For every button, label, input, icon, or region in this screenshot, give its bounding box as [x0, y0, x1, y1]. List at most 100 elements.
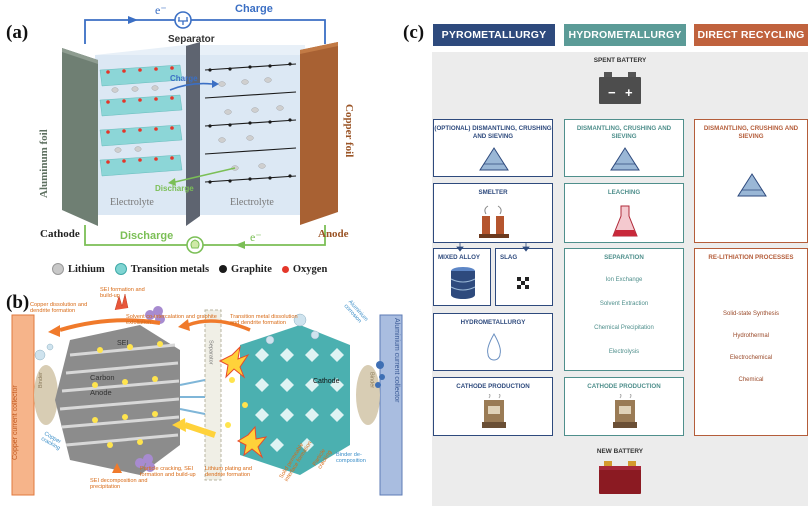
legend-item-oxygen: Oxygen: [281, 263, 328, 275]
cathode-production-label: CATHODE PRODUCTION: [587, 383, 661, 390]
aluminium-foil-label: Aluminum foil: [38, 129, 50, 198]
electron-bottom-label: e⁻: [250, 230, 262, 244]
leaching-label: LEACHING: [607, 189, 641, 196]
direct-dismantling-label: DISMANTLING, CRUSHING AND SIEVING: [703, 125, 799, 140]
direct-dismantling-box: DISMANTLING, CRUSHING AND SIEVING: [694, 119, 808, 243]
sieve-icon: [737, 173, 767, 197]
relithiation-label: RE-LITHIATION PROCESSES: [708, 254, 794, 261]
solvent-cointercalation-label: Solvent co-intercalation and graphite ex…: [126, 314, 217, 327]
panel-a-diagram: [62, 11, 338, 254]
mixed-alloy-box: MIXED ALLOY: [433, 248, 491, 306]
legend-item-graphite: Graphite: [219, 264, 272, 275]
tm-dissolution-label: Transition metal dissolution and dendrit…: [230, 314, 298, 327]
smelter-label: SMELTER: [478, 189, 508, 196]
legend-label: Graphite: [231, 263, 272, 275]
sieve-icon: [479, 147, 509, 171]
electron-top-label: e⁻: [155, 3, 167, 17]
relithiation-item: Hydrothermal: [732, 333, 769, 339]
kiln-icon: [482, 394, 506, 428]
separation-item: Electrolysis: [608, 349, 640, 355]
flask-icon: [612, 205, 638, 237]
new-battery-icon: [599, 461, 641, 494]
panel-b-label: (b): [6, 292, 30, 313]
separator-label: Separator: [168, 34, 215, 45]
kiln-icon: [613, 394, 637, 428]
transition-metal-swatch-icon: [114, 263, 127, 275]
relithiation-item: Chemical: [738, 377, 764, 383]
header-direct-recycling: DIRECT RECYCLING: [694, 24, 808, 46]
anode-label-b: Anode: [90, 388, 112, 397]
separator-label-b: Separator: [207, 340, 214, 365]
discharge-arrow-label: Discharge: [155, 184, 194, 193]
slag-label: SLAG: [500, 254, 518, 261]
legend-label: Lithium: [68, 263, 105, 275]
sei-formation-label: SEI formation and build-up: [100, 287, 145, 300]
pyro-dismantling-box: (OPTIONAL) DISMANTLING, CRUSHING AND SIE…: [433, 119, 553, 177]
header-pyrometallurgy: PYROMETALLURGY: [433, 24, 555, 46]
lithium-plating-label: Lithium plating and dendrite formation: [205, 466, 252, 479]
leaching-box: LEACHING: [564, 183, 684, 243]
mixed-alloy-label: MIXED ALLOY: [438, 254, 481, 261]
cathode-label-b: Cathode: [313, 378, 340, 385]
cathode-production-pyro-box: CATHODE PRODUCTION: [433, 377, 553, 436]
flow-arrows: [456, 243, 530, 252]
oxygen-swatch-icon: [281, 265, 289, 273]
separation-item: Chemical Precipitation: [594, 325, 654, 331]
spent-battery-label: SPENT BATTERY: [593, 57, 647, 64]
separation-item: Ion Exchange: [605, 277, 643, 283]
smelter-icon: [479, 205, 509, 238]
charge-top-label: Charge: [235, 3, 273, 15]
binder-left-label: Binder: [38, 372, 44, 389]
svg-text:+: +: [625, 85, 633, 100]
separation-label: SEPARATION: [604, 254, 644, 261]
panel-a-label: (a): [6, 22, 29, 43]
cathode-production-label: CATHODE PRODUCTION: [456, 383, 530, 390]
copper-dissolution-label: Copper dissolution and dendrite formatio…: [30, 302, 88, 315]
relithiation-box: RE-LITHIATION PROCESSES Solid-state Synt…: [694, 248, 808, 436]
copper-collector-label: Copper current collector: [12, 385, 19, 460]
separation-box: SEPARATION Ion Exchange Solvent Extracti…: [564, 248, 684, 371]
electrolyte-right-label: Electrolyte: [230, 197, 274, 208]
charge-arrow-label: Charge: [170, 74, 198, 83]
smelter-box: SMELTER: [433, 183, 553, 243]
legend-label: Oxygen: [292, 263, 328, 275]
panel-c-label: (c): [403, 22, 425, 43]
sei-label: SEI: [117, 340, 129, 347]
hydrometallurgy-box: HYDROMETALLURGY: [433, 313, 553, 371]
database-icon: [450, 267, 476, 299]
relithiation-item: Solid-state Synthesis: [722, 311, 780, 317]
copper-foil-label: Copper foil: [343, 104, 355, 158]
svg-text:−: −: [608, 85, 616, 100]
panel-b-diagram: [11, 293, 403, 496]
particle-cracking-left-label: Particle cracking, SEI formation and bui…: [140, 466, 196, 479]
legend-item-lithium: Lithium: [52, 263, 105, 275]
aluminium-collector-label: Aluminium current collector: [393, 318, 400, 403]
relithiation-item: Electrochemical: [729, 355, 773, 361]
discharge-bottom-label: Discharge: [120, 230, 174, 242]
spent-battery-icon: − +: [599, 72, 641, 104]
droplet-icon: [487, 332, 501, 361]
hydrometallurgy-label: HYDROMETALLURGY: [460, 319, 526, 326]
cathode-production-hydro-box: CATHODE PRODUCTION: [564, 377, 684, 436]
header-hydrometallurgy: HYDROMETALLURGY: [564, 24, 686, 46]
legend: Lithium Transition metals Graphite Oxyge…: [52, 262, 382, 276]
graphite-swatch-icon: [219, 265, 228, 273]
binder-right-label: Binder: [368, 372, 375, 389]
legend-label: Transition metals: [130, 263, 210, 275]
cathode-label: Cathode: [40, 228, 80, 240]
slag-box: SLAG: [495, 248, 553, 306]
electrolyte-left-label: Electrolyte: [110, 197, 154, 208]
binder-decomposition-label: Binder de-composition: [336, 452, 366, 465]
new-battery-label: NEW BATTERY: [596, 448, 644, 455]
hydro-dismantling-label: DISMANTLING, CRUSHING AND SIEVING: [576, 125, 672, 140]
pyro-dismantling-label: (OPTIONAL) DISMANTLING, CRUSHING AND SIE…: [434, 125, 552, 140]
lithium-swatch-icon: [52, 263, 64, 275]
anode-label: Anode: [318, 228, 349, 240]
sei-decomposition-label: SEI decomposition and precipitation: [90, 478, 148, 491]
carbon-label: Carbon: [90, 373, 115, 382]
legend-item-transition-metals: Transition metals: [114, 263, 210, 275]
separation-item: Solvent Extraction: [599, 301, 649, 307]
sieve-icon: [610, 147, 640, 171]
hydro-dismantling-box: DISMANTLING, CRUSHING AND SIEVING: [564, 119, 684, 177]
checker-icon: [517, 277, 529, 289]
